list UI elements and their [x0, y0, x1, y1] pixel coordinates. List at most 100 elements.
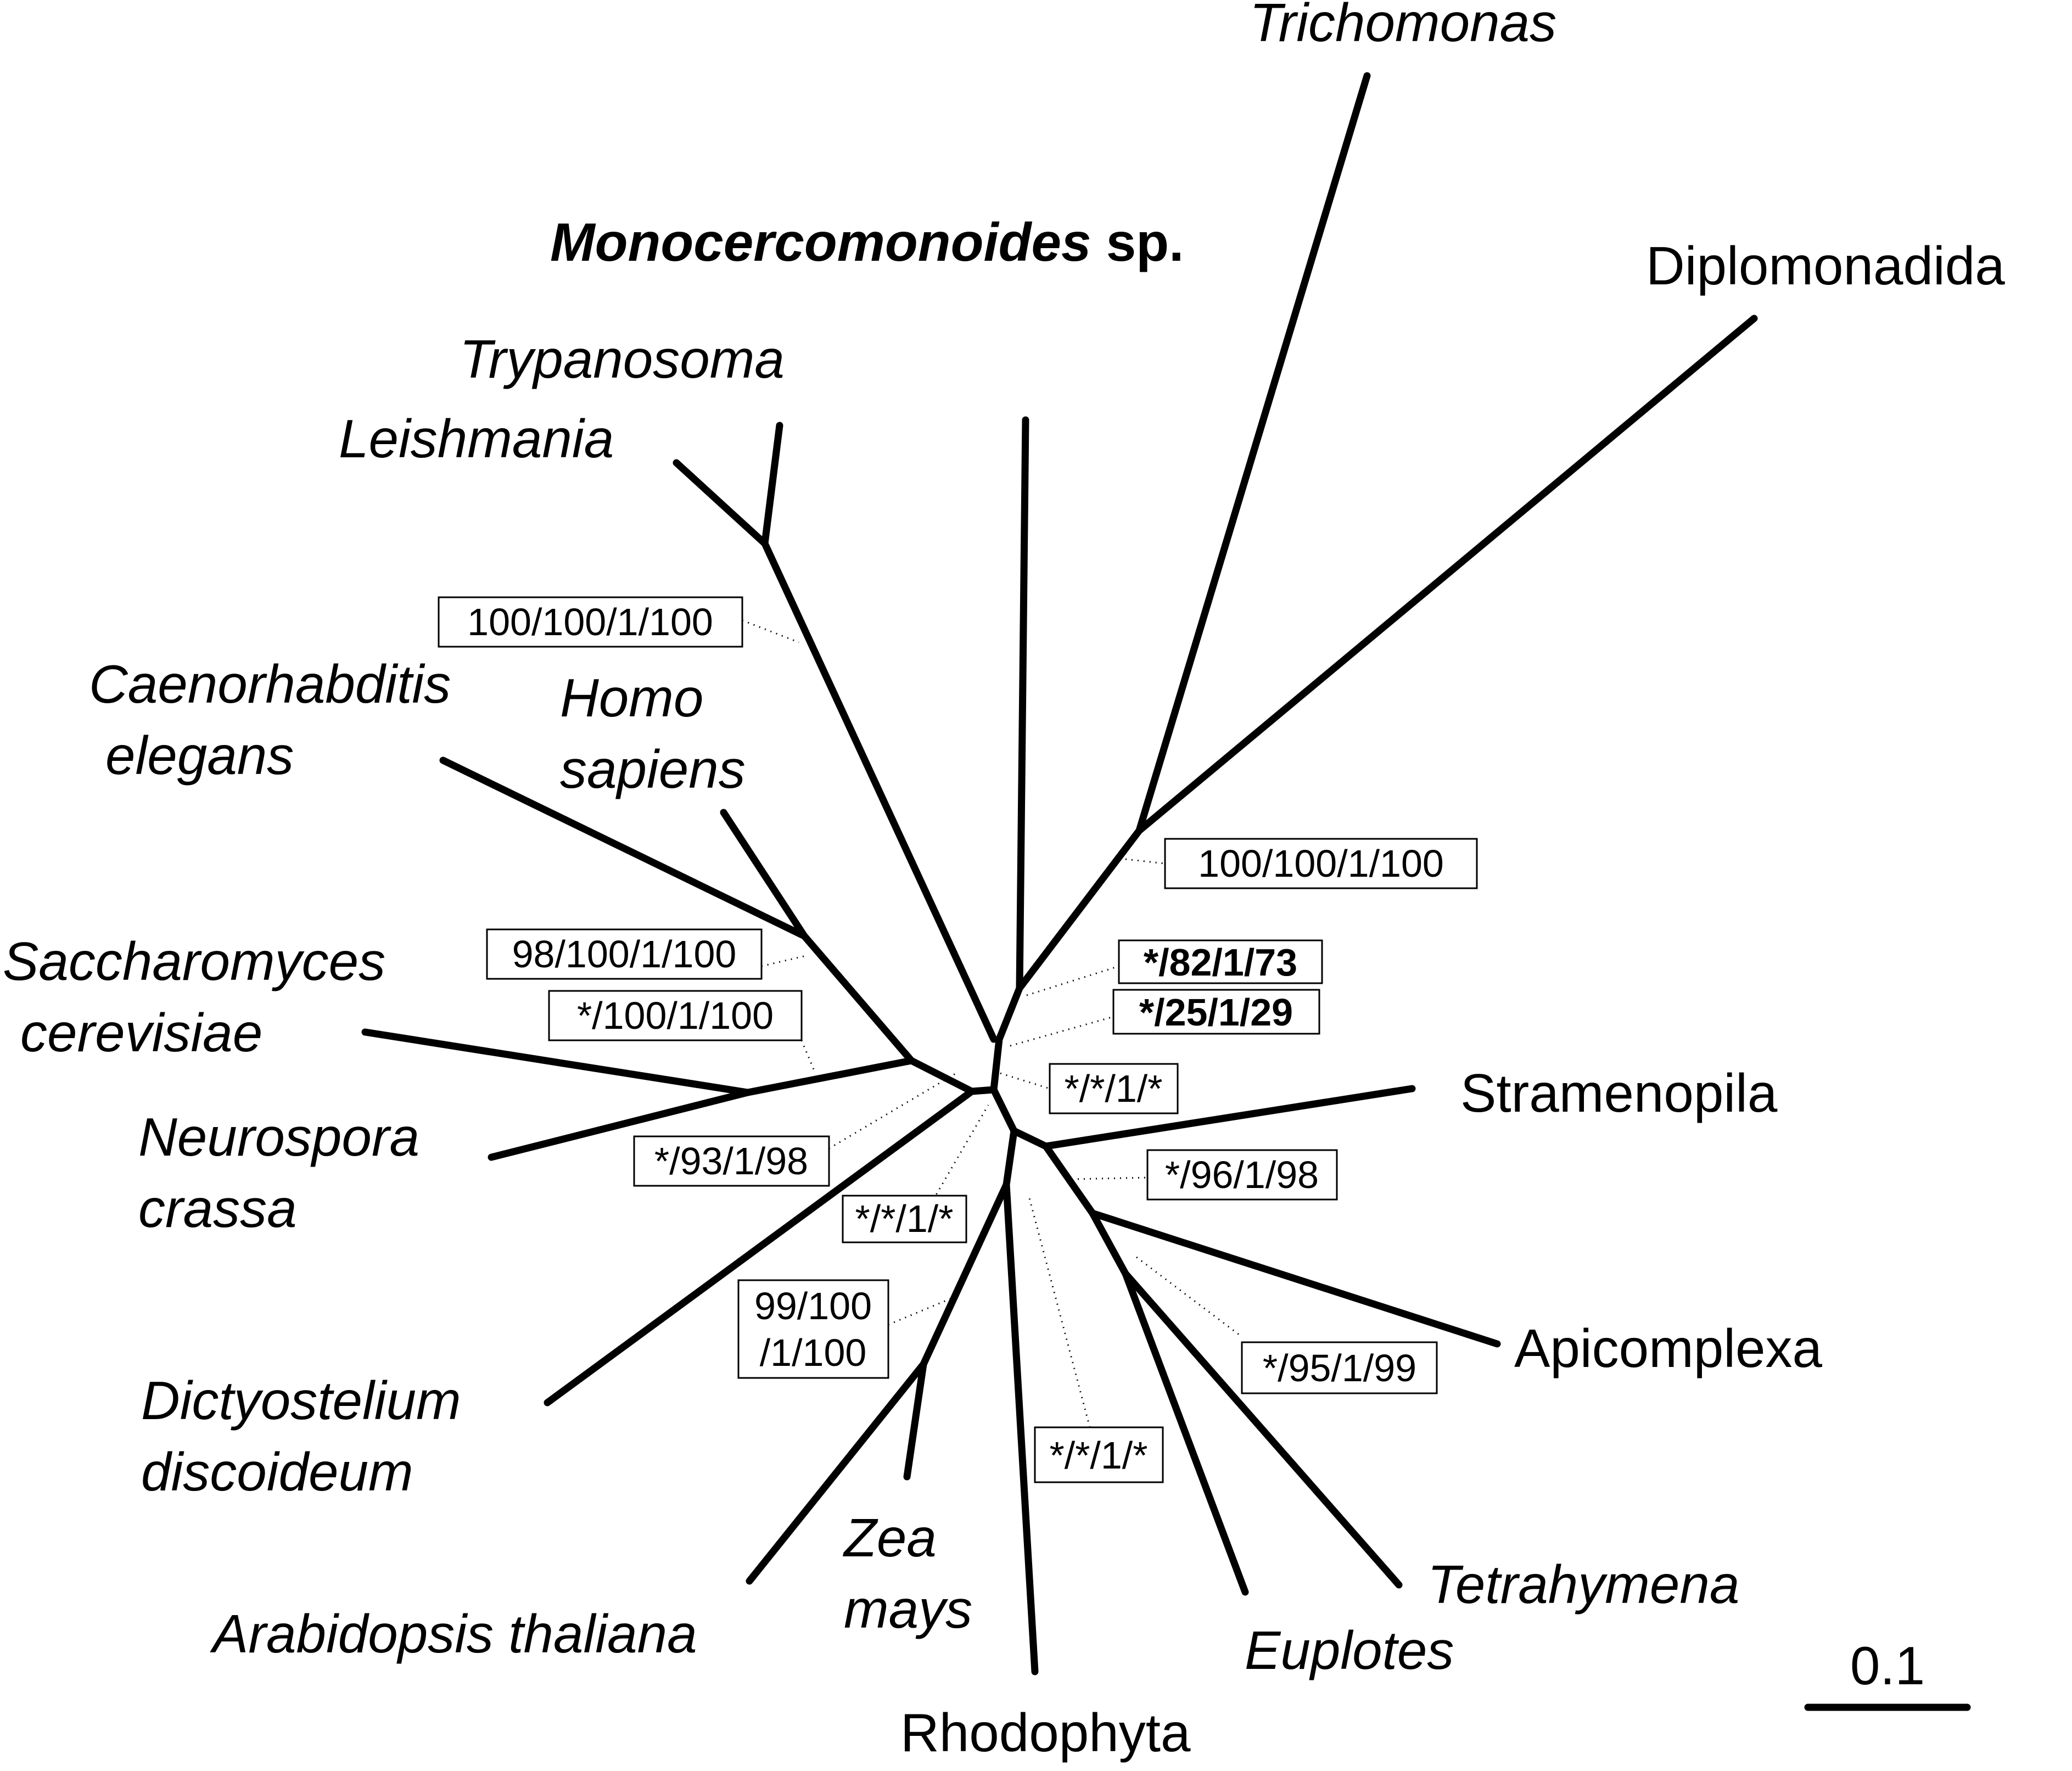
- leader-kinetoplastida: [742, 619, 799, 643]
- support-alveolata: */96/1/98: [1146, 1149, 1338, 1201]
- leader-mono-rest: [1010, 1016, 1114, 1047]
- support-label: 99/100: [754, 1285, 872, 1327]
- support-label: */96/1/98: [1165, 1153, 1319, 1196]
- support-label: 100/100/1/100: [467, 601, 713, 643]
- branch-leishmania: [673, 459, 769, 547]
- branch-mono-node-stem: [990, 984, 1023, 1094]
- taxon-stramenopila: Stramenopila: [1460, 1063, 1778, 1123]
- branch-fungi-stem: [744, 1057, 915, 1096]
- leader-alveolata: [1071, 1176, 1148, 1180]
- support-sar: */*/1/*: [842, 1195, 967, 1243]
- support-archaeplastida: */*/1/*: [1034, 1426, 1164, 1483]
- branch-rhodophyta: [1003, 1181, 1039, 1675]
- branch-kinetoplastid-stem: [761, 540, 998, 1043]
- leader-trich-dipl-mono: [1026, 965, 1119, 996]
- taxon-caenorhabditis-elegans: elegans: [105, 725, 294, 786]
- support-label: */95/1/99: [1263, 1347, 1416, 1389]
- support-amorphea: */93/1/98: [633, 1135, 830, 1187]
- support-box: [1241, 1341, 1438, 1394]
- taxon-neurospora: Neurospora: [138, 1107, 419, 1167]
- leader-amorphea: [828, 1071, 959, 1150]
- support-label: */93/1/98: [654, 1140, 808, 1182]
- support-box: [633, 1135, 830, 1187]
- branch-trichomonas: [1135, 72, 1371, 834]
- support-box: [1164, 838, 1478, 889]
- taxon-diplomonadida: Diplomonadida: [1646, 236, 2005, 296]
- taxon-zea: Zea: [843, 1507, 937, 1568]
- taxon-trypanosoma: Trypanosoma: [460, 329, 785, 389]
- taxon-labels: Trichomonas Monocercomonoides sp. Diplom…: [3, 0, 2005, 1763]
- leader-opisthokonta-animals: [761, 954, 809, 967]
- support-plants: 99/100 /1/100: [737, 1279, 889, 1379]
- taxon-monocercomonoides: Monocercomonoides sp.: [550, 212, 1184, 272]
- branch-zea: [903, 1360, 927, 1481]
- branch-diplomonadida: [1135, 315, 1758, 834]
- leader-sar: [932, 1105, 989, 1200]
- leader-ciliates: [1136, 1256, 1242, 1338]
- branch-opisthokont-stem: [908, 1057, 976, 1095]
- branch-archaeplastida-stem: [1003, 1127, 1018, 1189]
- support-label: */25/1/29: [1139, 991, 1293, 1034]
- branch-plant-stem: [920, 1181, 1010, 1368]
- support-kinetoplastida: 100/100/1/100: [438, 596, 743, 648]
- leader-opisthokonta: [800, 1040, 816, 1074]
- support-mono-rest: */25/1/29: [1112, 989, 1320, 1035]
- support-box: [842, 1195, 967, 1243]
- support-label: */100/1/100: [577, 994, 774, 1037]
- taxon-apicomplexa: Apicomplexa: [1514, 1318, 1823, 1378]
- branch-metamonada-stem: [1016, 827, 1143, 992]
- support-box: [737, 1279, 889, 1379]
- taxon-zea-mays: mays: [844, 1579, 972, 1639]
- support-opisthokonta-animals: 98/100/1/100: [486, 928, 763, 980]
- support-box: [438, 596, 743, 648]
- branch-arabidopsis: [746, 1360, 927, 1585]
- support-box: [1146, 1149, 1338, 1201]
- tree-branches: [361, 72, 1758, 1675]
- support-label: 100/100/1/100: [1198, 842, 1444, 885]
- support-box: [1034, 1426, 1164, 1483]
- taxon-monocercomonoides-genus: Monocercomonoides: [550, 212, 1091, 272]
- branch-neurospora: [488, 1089, 752, 1161]
- branch-tetrahymena: [1122, 1270, 1403, 1589]
- branch-monocercomonoides: [1016, 416, 1029, 992]
- leader-archaeplastida: [1027, 1193, 1091, 1428]
- taxon-arabidopsis: Arabidopsis thaliana: [210, 1604, 697, 1664]
- scale-bar-label: 0.1: [1850, 1635, 1925, 1696]
- support-box: [548, 990, 803, 1041]
- taxon-dictyostelium: Dictyostelium: [141, 1370, 461, 1431]
- support-box: [1112, 989, 1320, 1035]
- branch-trypanosoma: [761, 422, 783, 547]
- support-label: */*/1/*: [1050, 1434, 1148, 1477]
- taxon-tetrahymena: Tetrahymena: [1427, 1554, 1739, 1615]
- taxon-saccharomyces-cerevisiae: cerevisiae: [20, 1002, 262, 1063]
- support-label: 98/100/1/100: [512, 933, 737, 976]
- branch-alveolate-stem: [1042, 1142, 1096, 1217]
- support-label: */82/1/73: [1144, 941, 1297, 984]
- branch-apicomplexa: [1089, 1209, 1501, 1348]
- support-opisthokonta: */100/1/100: [548, 990, 803, 1041]
- taxon-euplotes: Euplotes: [1245, 1620, 1454, 1680]
- taxon-caenorhabditis: Caenorhabditis: [89, 654, 451, 714]
- branch-central-spine: [990, 1086, 1050, 1150]
- support-trich-dipl-mono: */82/1/73: [1118, 939, 1323, 984]
- support-values: 100/100/1/100 100/100/1/100 */82/1/73 */…: [438, 596, 1478, 1483]
- taxon-neurospora-crassa: crassa: [138, 1178, 297, 1238]
- taxon-saccharomyces: Saccharomyces: [3, 931, 385, 991]
- taxon-monocercomonoides-suffix: sp.: [1091, 212, 1184, 272]
- support-box: [1049, 1063, 1179, 1114]
- taxon-trichomonas: Trichomonas: [1250, 0, 1556, 53]
- leader-metamonada: [1125, 858, 1166, 865]
- taxon-homo: Homo: [560, 668, 703, 728]
- branch-ciliate-stem: [1089, 1209, 1129, 1277]
- branch-stramenopila: [1042, 1085, 1416, 1150]
- taxon-homo-sapiens: sapiens: [560, 739, 746, 799]
- support-center-a: */*/1/*: [1049, 1063, 1179, 1114]
- leader-center-a: [1000, 1072, 1050, 1090]
- support-label-line-2: /1/100: [760, 1331, 867, 1374]
- taxon-rhodophyta: Rhodophyta: [900, 1702, 1191, 1763]
- taxon-leishmania: Leishmania: [339, 408, 614, 469]
- scale-bar: 0.1: [1804, 1635, 1971, 1711]
- support-box: [1118, 939, 1323, 984]
- support-leaders: [742, 619, 1242, 1428]
